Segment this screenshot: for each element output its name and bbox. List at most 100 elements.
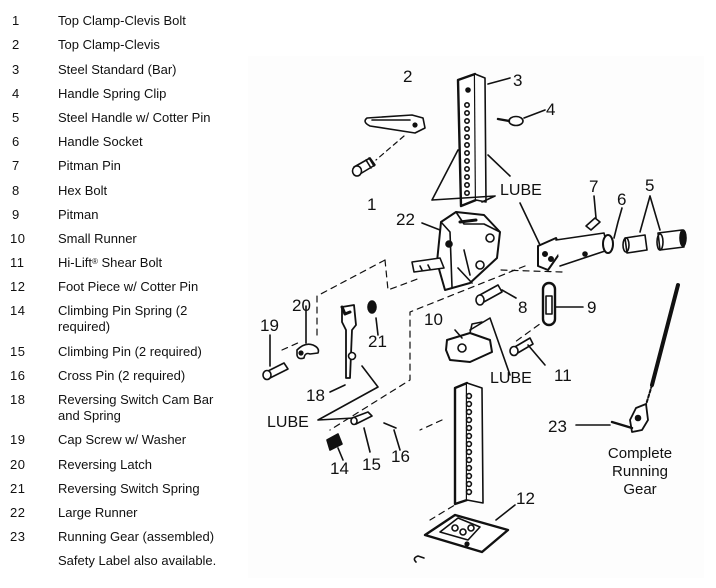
part-number: 14 xyxy=(10,303,26,318)
part-name-main: Hi-Lift xyxy=(58,255,92,270)
part-number: 7 xyxy=(12,158,20,173)
part-number: 18 xyxy=(10,392,26,407)
part-name: Handle Socket xyxy=(58,134,143,149)
running-gear-caption: Complete Running Gear xyxy=(608,445,672,498)
part-reversing-latch xyxy=(296,305,320,360)
caption-line: Running xyxy=(612,463,668,480)
part-number: 21 xyxy=(10,481,26,496)
part-number: 6 xyxy=(12,134,20,149)
part-number: 9 xyxy=(12,207,20,222)
part-number: 8 xyxy=(12,183,20,198)
callout-19: 19 xyxy=(260,316,279,335)
part-number: 3 xyxy=(12,62,20,77)
callout-6: 6 xyxy=(617,190,626,209)
lube-label-climbing-pin: LUBE xyxy=(267,414,309,431)
callout-4: 4 xyxy=(546,100,555,119)
part-name: Large Runner xyxy=(58,505,138,520)
lube-leader xyxy=(317,365,379,421)
caption-line: Gear xyxy=(623,481,656,498)
caption-line: Complete xyxy=(608,445,672,462)
callout-16: 16 xyxy=(391,447,410,466)
safety-label-note: Safety Label also available. xyxy=(58,553,217,568)
part-small-runner xyxy=(445,317,511,376)
callout-9: 9 xyxy=(587,298,596,317)
callout-20: 20 xyxy=(292,296,311,315)
callout-3: 3 xyxy=(513,71,522,90)
standard-holes xyxy=(463,102,470,197)
part-name: Cap Screw w/ Washer xyxy=(58,432,187,447)
part-name: Top Clamp-Clevis xyxy=(58,37,160,52)
part-number: 19 xyxy=(10,432,26,447)
part-name: Top Clamp-Clevis Bolt xyxy=(58,13,186,28)
part-name: Climbing Pin Spring (2 required) xyxy=(58,303,188,334)
callout-14: 14 xyxy=(330,459,349,478)
part-pitman xyxy=(541,281,584,327)
part-name: Climbing Pin (2 required) xyxy=(58,344,202,359)
part-number: 10 xyxy=(10,231,26,246)
part-name: Small Runner xyxy=(58,231,137,246)
callout-10: 10 xyxy=(424,310,443,329)
part-top-clamp-bolt xyxy=(351,157,376,177)
lube-leader xyxy=(519,202,541,246)
part-number: 16 xyxy=(10,368,26,383)
registered-mark: ® xyxy=(91,257,98,266)
part-name-suffix: Shear Bolt xyxy=(97,255,163,270)
lube-label-runner: LUBE xyxy=(490,370,532,387)
part-name: Cross Pin (2 required) xyxy=(58,368,186,383)
leader-line xyxy=(487,77,511,85)
part-shear-bolt xyxy=(509,337,546,366)
part-pitman-pin xyxy=(585,195,601,231)
part-number: 2 xyxy=(12,37,20,52)
part-large-runner xyxy=(411,211,501,291)
part-running-gear xyxy=(575,283,680,433)
part-name: Steel Standard (Bar) xyxy=(58,62,177,77)
part-handle-socket xyxy=(537,207,623,271)
callout-8: 8 xyxy=(518,298,527,317)
lube-labels: LUBE LUBE LUBE xyxy=(267,182,542,431)
part-name: Foot Piece w/ Cotter Pin xyxy=(58,279,199,294)
part-name: Hi-Lift® Shear Bolt xyxy=(58,255,238,271)
callout-15: 15 xyxy=(362,455,381,474)
callout-22: 22 xyxy=(396,210,415,229)
part-cam-bar xyxy=(329,304,357,393)
lube-leader xyxy=(431,149,511,203)
callout-5: 5 xyxy=(645,176,654,195)
part-name: Running Gear (assembled) xyxy=(58,529,215,544)
part-number: 23 xyxy=(10,529,26,544)
part-top-clamp-clevis xyxy=(364,114,426,134)
callout-2: 2 xyxy=(403,67,412,86)
part-steel-standard-bottom xyxy=(453,381,484,506)
part-number: 4 xyxy=(12,86,20,101)
part-name: Pitman Pin xyxy=(58,158,121,173)
callout-1: 1 xyxy=(367,195,376,214)
part-name: Hex Bolt xyxy=(58,183,108,198)
part-steel-handle xyxy=(622,195,687,254)
part-number: 1 xyxy=(12,13,20,28)
part-number: 5 xyxy=(12,110,20,125)
callout-18: 18 xyxy=(306,386,325,405)
part-number: 22 xyxy=(10,505,26,520)
callout-23: 23 xyxy=(548,417,567,436)
callout-21: 21 xyxy=(368,332,387,351)
part-steel-standard-top xyxy=(456,72,487,208)
part-name: Pitman xyxy=(58,207,99,222)
part-cap-screw xyxy=(262,334,289,381)
part-foot-piece xyxy=(413,504,516,563)
callout-7: 7 xyxy=(589,177,598,196)
callout-labels: 2 3 4 1 7 6 5 22 20 19 21 8 9 10 11 18 1… xyxy=(260,67,654,508)
lube-label-standard: LUBE xyxy=(500,182,542,199)
part-climbing-pin xyxy=(350,411,373,453)
part-name: Handle Spring Clip xyxy=(58,86,167,101)
part-name: Reversing Switch Spring xyxy=(58,481,200,496)
part-number: 20 xyxy=(10,457,26,472)
part-hex-bolt xyxy=(475,284,517,306)
part-number: 15 xyxy=(10,344,26,359)
part-number: 12 xyxy=(10,279,26,294)
callout-12: 12 xyxy=(516,489,535,508)
standard-holes xyxy=(465,392,473,496)
part-handle-spring-clip xyxy=(496,109,546,127)
part-switch-spring xyxy=(367,300,379,336)
dashed-leader xyxy=(375,135,405,161)
part-cross-pin xyxy=(383,422,401,451)
